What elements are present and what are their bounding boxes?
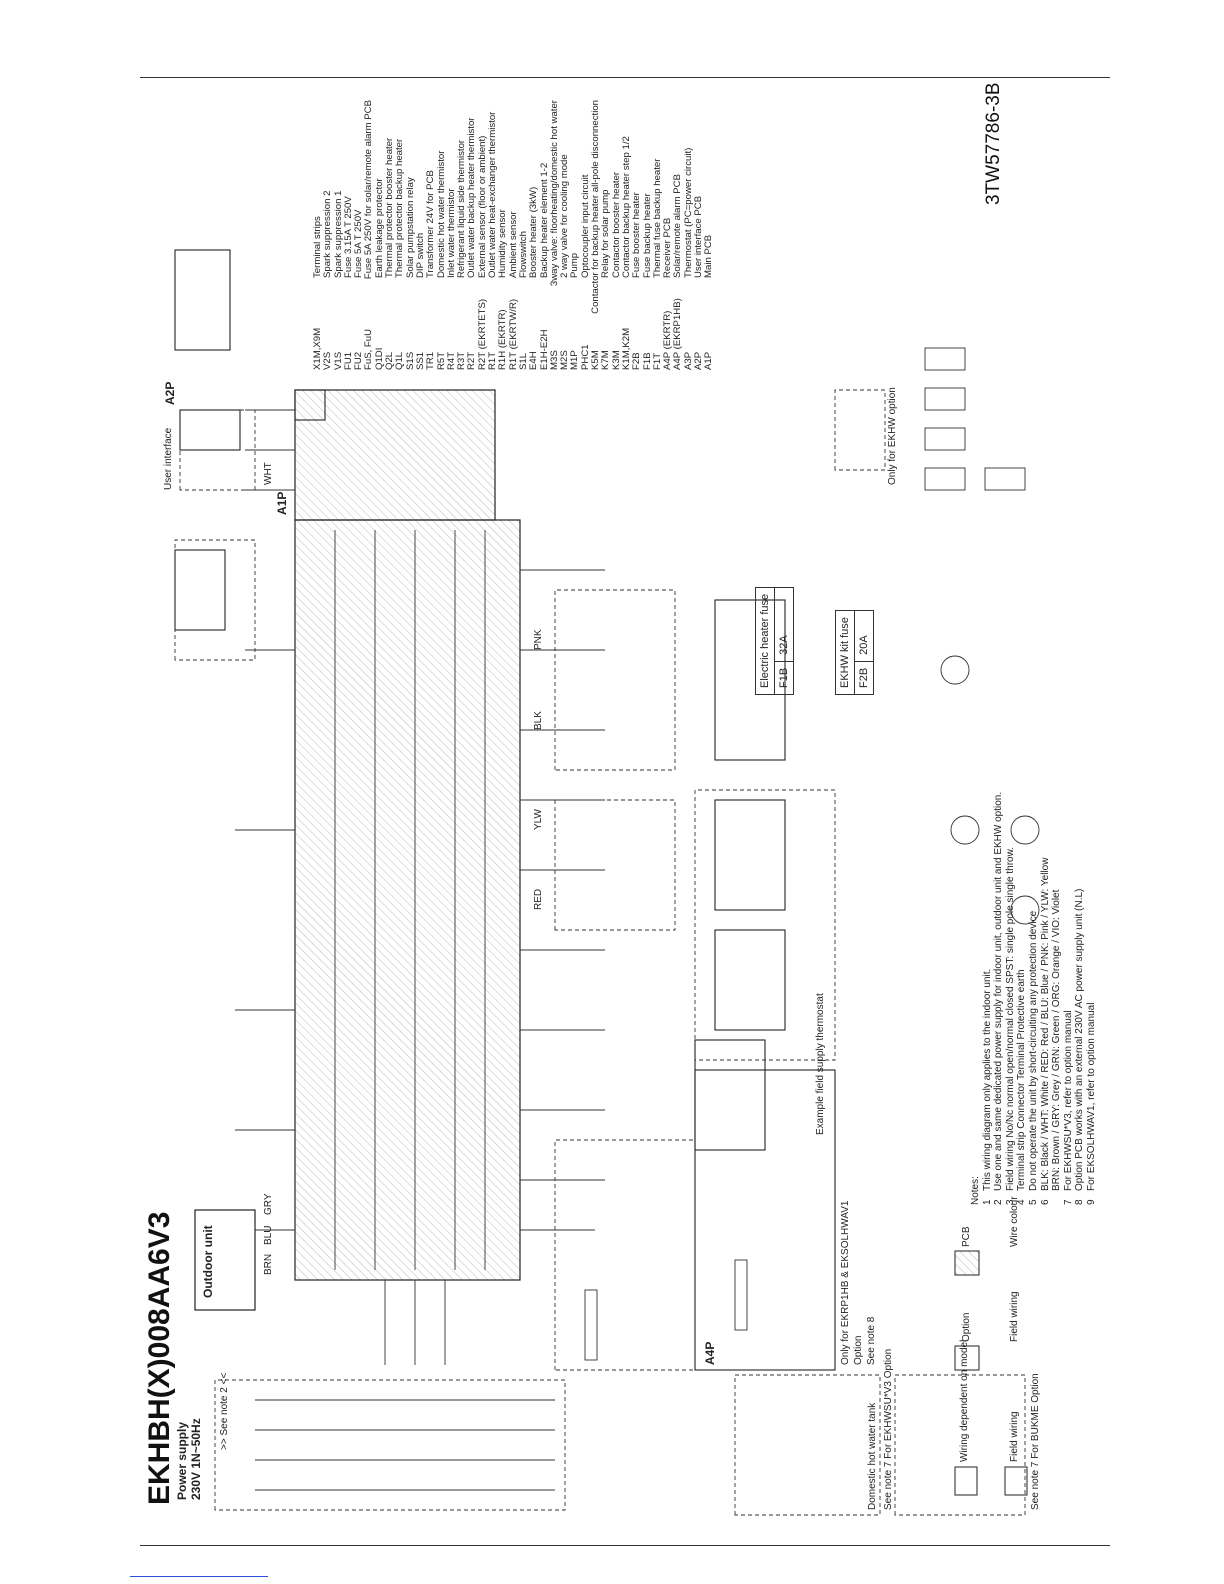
wiring-diagram-sheet: EKHBH(X)008AA6V3 3TW57786-3B Power suppl…: [135, 82, 1135, 1530]
wire-label: BLU: [263, 1225, 274, 1245]
header-rule: [140, 77, 1110, 78]
option-key: Option: [961, 1312, 972, 1342]
main-pcb-label: A1P: [275, 491, 289, 515]
power-supply-label: Power supply: [175, 1421, 189, 1500]
fuse-table-title: Electric heater fuse: [755, 586, 775, 695]
wire-label: BRN: [263, 1253, 274, 1275]
domestic-hot-water-tank-label: Domestic hot water tank: [867, 1402, 878, 1510]
option-pcb-label: A4P: [703, 1341, 717, 1365]
fuse-rating: 32A: [775, 629, 793, 662]
notes-title: Notes:: [970, 1176, 981, 1205]
see-note-7-ekhwsu-label: See note 7 For EKHWSU*V3 Option: [883, 1348, 894, 1510]
wire-label: GRY: [263, 1193, 274, 1216]
note-row: BRN: Brown / GRY: Grey / GRN: Green / OR…: [1051, 889, 1063, 1191]
user-interface-label: User interface: [163, 427, 174, 490]
fuse-table-title: EKHW kit fuse: [835, 610, 855, 695]
user-interface-board-label: A2P: [163, 381, 177, 405]
fuse-rating: 20A: [855, 629, 873, 662]
only-for-ekhw-label: Only for EKHW option: [887, 387, 898, 485]
fuse-code: F2B: [858, 667, 870, 688]
electric-heater-fuse-table: Electric heater fuse F1B 32A: [755, 586, 794, 695]
only-for-ekrp1hb-label: Only for EKRP1HB & EKSOLHWAV1: [840, 1200, 851, 1366]
wire-label: YLW: [533, 809, 544, 830]
see-note-7-bukme-label: See note 7 For BUKME Option: [1030, 1373, 1041, 1510]
wiring-diagram-drawing: [174, 249, 1040, 1516]
option-label: Option: [853, 1335, 864, 1365]
footer-link-underline[interactable]: [130, 1576, 268, 1577]
model-title: EKHBH(X)008AA6V3: [143, 1211, 176, 1505]
wire-label: WHT: [263, 462, 274, 485]
wire-label: RED: [533, 888, 544, 910]
wiring-dependent-key: Wiring dependent on model: [959, 1339, 970, 1462]
wire-colour-key: Wire colour: [1009, 1196, 1020, 1247]
wire-label: BLK: [533, 711, 544, 730]
fuse-code: F1B: [778, 667, 790, 688]
wire-label: PNK: [533, 629, 544, 650]
see-note-2-label: >> See note 2 <<: [219, 1372, 230, 1450]
ekhw-kit-fuse-table: EKHW kit fuse F2B 20A: [835, 610, 874, 695]
footer-rule: [140, 1545, 1110, 1546]
field-wiring-box-key: Field wiring: [1009, 1411, 1020, 1462]
field-wiring-key: Field wiring: [1009, 1291, 1020, 1342]
example-thermostat-label: Example field supply thermostat: [815, 993, 826, 1135]
document-number: 3TW57786-3B: [983, 82, 1004, 205]
outdoor-unit-box: [194, 1209, 256, 1311]
pcb-key: PCB: [961, 1226, 972, 1247]
main-pcb-extension: [294, 389, 496, 521]
main-pcb-outline: [294, 519, 521, 1281]
power-spec-label: 230V 1N~50Hz: [189, 1418, 203, 1500]
see-note-8-label: See note 8: [866, 1316, 877, 1365]
outdoor-unit-label: Outdoor unit: [201, 1225, 215, 1298]
